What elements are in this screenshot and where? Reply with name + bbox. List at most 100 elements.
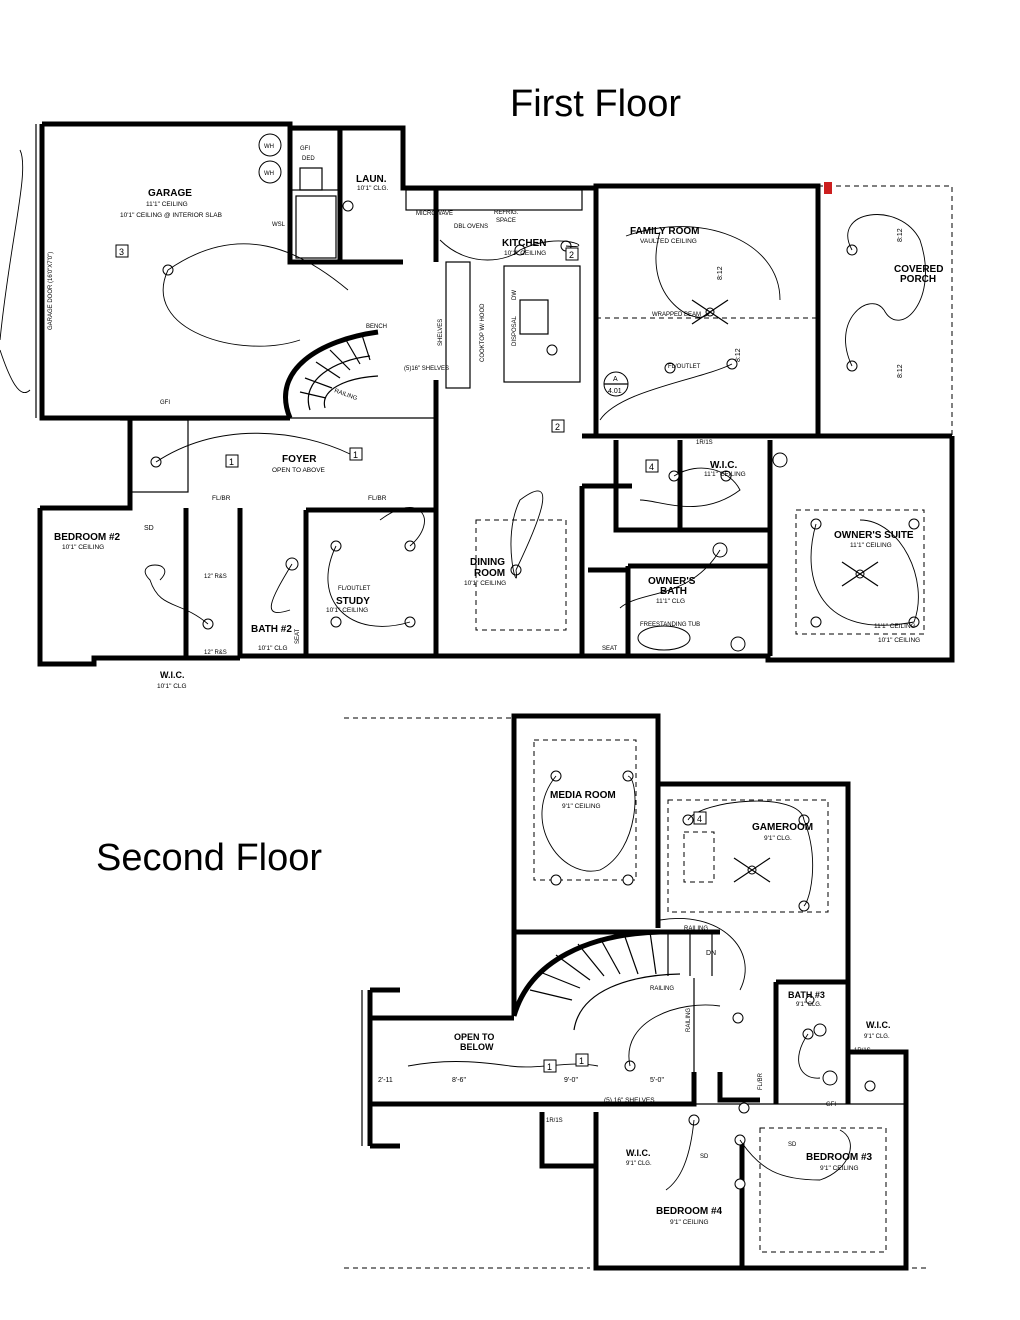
svg-text:DW: DW xyxy=(512,290,518,300)
svg-text:(5) 16" SHELVES: (5) 16" SHELVES xyxy=(604,1097,655,1104)
south-wall-east xyxy=(582,436,955,663)
second-floor-title: Second Floor xyxy=(96,837,322,879)
first-floor-plan: WH WH xyxy=(0,121,955,690)
svg-text:RAILING: RAILING xyxy=(684,926,708,932)
bedroom2-exterior xyxy=(37,508,240,667)
owners-bath-label: OWNER'S xyxy=(648,576,696,587)
svg-text:ROOM: ROOM xyxy=(474,568,505,579)
kitchen-island xyxy=(503,265,581,383)
svg-text:1: 1 xyxy=(229,457,234,467)
svg-text:SD: SD xyxy=(700,1154,709,1160)
svg-text:GFI: GFI xyxy=(160,400,170,406)
svg-text:FL/BR: FL/BR xyxy=(368,495,387,502)
svg-text:RAILING: RAILING xyxy=(650,986,674,992)
svg-text:BATH: BATH xyxy=(660,586,687,597)
wic4-label: W.I.C. xyxy=(626,1148,651,1158)
south-wall-center xyxy=(237,486,585,659)
svg-text:1: 1 xyxy=(547,1062,552,1072)
svg-text:12" R&S: 12" R&S xyxy=(204,650,227,656)
svg-text:1R/1S: 1R/1S xyxy=(546,1118,563,1124)
bedroom2-label: BEDROOM #2 xyxy=(54,532,121,543)
svg-text:1R/1S: 1R/1S xyxy=(854,1048,871,1054)
svg-text:5'-0": 5'-0" xyxy=(650,1077,664,1084)
svg-text:DN: DN xyxy=(706,950,716,957)
section-callout: A 4.01 xyxy=(603,371,629,397)
family-room-label: FAMILY ROOM xyxy=(630,226,699,237)
media-room-label: MEDIA ROOM xyxy=(550,790,616,801)
svg-text:1: 1 xyxy=(353,450,358,460)
svg-text:12" R&S: 12" R&S xyxy=(204,574,227,580)
garage-label: GARAGE xyxy=(148,188,192,199)
svg-text:WH: WH xyxy=(264,171,274,177)
bench-label: BENCH xyxy=(366,324,387,330)
svg-text:SEAT: SEAT xyxy=(295,628,301,644)
freestanding-tub xyxy=(637,625,691,651)
bedroom2-north-wall xyxy=(40,420,133,511)
exterior-wall-north xyxy=(42,121,821,436)
svg-text:GARAGE DOOR (16'0"X7'0"): GARAGE DOOR (16'0"X7'0") xyxy=(48,252,54,330)
svg-text:10'1" CEILING: 10'1" CEILING xyxy=(504,250,546,257)
svg-text:REFRIG.: REFRIG. xyxy=(494,210,519,216)
svg-text:1R/1S: 1R/1S xyxy=(696,440,713,446)
study-label: STUDY xyxy=(336,596,370,607)
svg-text:4: 4 xyxy=(649,462,654,472)
svg-text:WRAPPED BEAM: WRAPPED BEAM xyxy=(652,312,701,318)
svg-text:A: A xyxy=(613,376,618,383)
svg-text:4: 4 xyxy=(697,814,702,824)
svg-text:DISPOSAL: DISPOSAL xyxy=(512,315,518,346)
wic3-label: W.I.C. xyxy=(866,1020,891,1030)
gameroom-label: GAMEROOM xyxy=(752,822,813,833)
svg-text:11'1" CEILING: 11'1" CEILING xyxy=(704,471,746,478)
bath3-label: BATH #3 xyxy=(788,990,825,1000)
tag-marker: 3 1 1 2 2 4 xyxy=(115,244,659,473)
bath2-label: BATH #2 xyxy=(251,624,292,635)
revision-marker xyxy=(824,182,832,194)
first-floor-title: First Floor xyxy=(510,83,681,125)
svg-text:10'1" CEILING: 10'1" CEILING xyxy=(464,580,506,587)
svg-text:BELOW: BELOW xyxy=(460,1042,494,1052)
svg-text:(5)16" SHELVES: (5)16" SHELVES xyxy=(404,366,449,372)
foyer-label: FOYER xyxy=(282,454,317,465)
svg-text:9'1" CLG.: 9'1" CLG. xyxy=(764,835,792,842)
svg-text:WH: WH xyxy=(264,144,274,150)
media-game-exterior xyxy=(511,713,851,1052)
svg-text:10'1" CEILING @ INTERIOR SLAB: 10'1" CEILING @ INTERIOR SLAB xyxy=(120,212,222,219)
svg-text:9'1" CEILING: 9'1" CEILING xyxy=(820,1165,859,1172)
curved-stair-outer xyxy=(283,329,379,419)
svg-text:FL/OUTLET: FL/OUTLET xyxy=(338,586,371,592)
svg-text:COOKTOP W/ HOOD: COOKTOP W/ HOOD xyxy=(480,303,486,362)
svg-text:10'1" CLG.: 10'1" CLG. xyxy=(357,185,389,192)
svg-text:SD: SD xyxy=(144,525,154,532)
svg-text:9'1" CLG.: 9'1" CLG. xyxy=(864,1034,890,1040)
bedroom4-label: BEDROOM #4 xyxy=(656,1206,723,1217)
svg-text:4.01: 4.01 xyxy=(608,388,622,395)
kitchen-label: KITCHEN xyxy=(502,238,546,249)
light-fixture-icon xyxy=(150,200,920,652)
bedroom3-label: BEDROOM #3 xyxy=(806,1152,873,1163)
svg-text:DED: DED xyxy=(302,156,315,162)
svg-text:11'1" CEILING: 11'1" CEILING xyxy=(874,623,916,630)
covered-porch-label: COVERED xyxy=(894,264,943,275)
svg-text:8:12: 8:12 xyxy=(717,266,724,280)
svg-text:9'1" CLG.: 9'1" CLG. xyxy=(796,1002,822,1008)
svg-text:FL/BR: FL/BR xyxy=(758,1072,764,1090)
svg-text:8:12: 8:12 xyxy=(897,364,904,378)
second-floor-plan: 1 1 4 MEDIA ROOM 9'1" CEILING GAMEROOM 9… xyxy=(344,713,930,1271)
svg-text:GFI: GFI xyxy=(826,1102,836,1108)
svg-text:1: 1 xyxy=(579,1056,584,1066)
svg-text:10'1" CEILING: 10'1" CEILING xyxy=(326,607,368,614)
svg-text:GFI: GFI xyxy=(300,146,310,152)
ceiling-fan-icon xyxy=(733,857,771,883)
svg-text:RAILING: RAILING xyxy=(333,388,358,402)
svg-text:10'1" CLG: 10'1" CLG xyxy=(258,645,288,652)
svg-text:SD: SD xyxy=(788,1142,797,1148)
svg-text:2: 2 xyxy=(569,250,574,260)
svg-text:11'1" CEILING: 11'1" CEILING xyxy=(146,201,188,208)
open-to-below-label: OPEN TO xyxy=(454,1032,494,1042)
svg-text:FL/OUTLET: FL/OUTLET xyxy=(668,364,701,370)
svg-text:8:12: 8:12 xyxy=(897,228,904,242)
svg-text:8'-6": 8'-6" xyxy=(452,1077,466,1084)
svg-text:2'-11: 2'-11 xyxy=(378,1077,393,1084)
ceiling-fan-icon xyxy=(841,561,879,587)
